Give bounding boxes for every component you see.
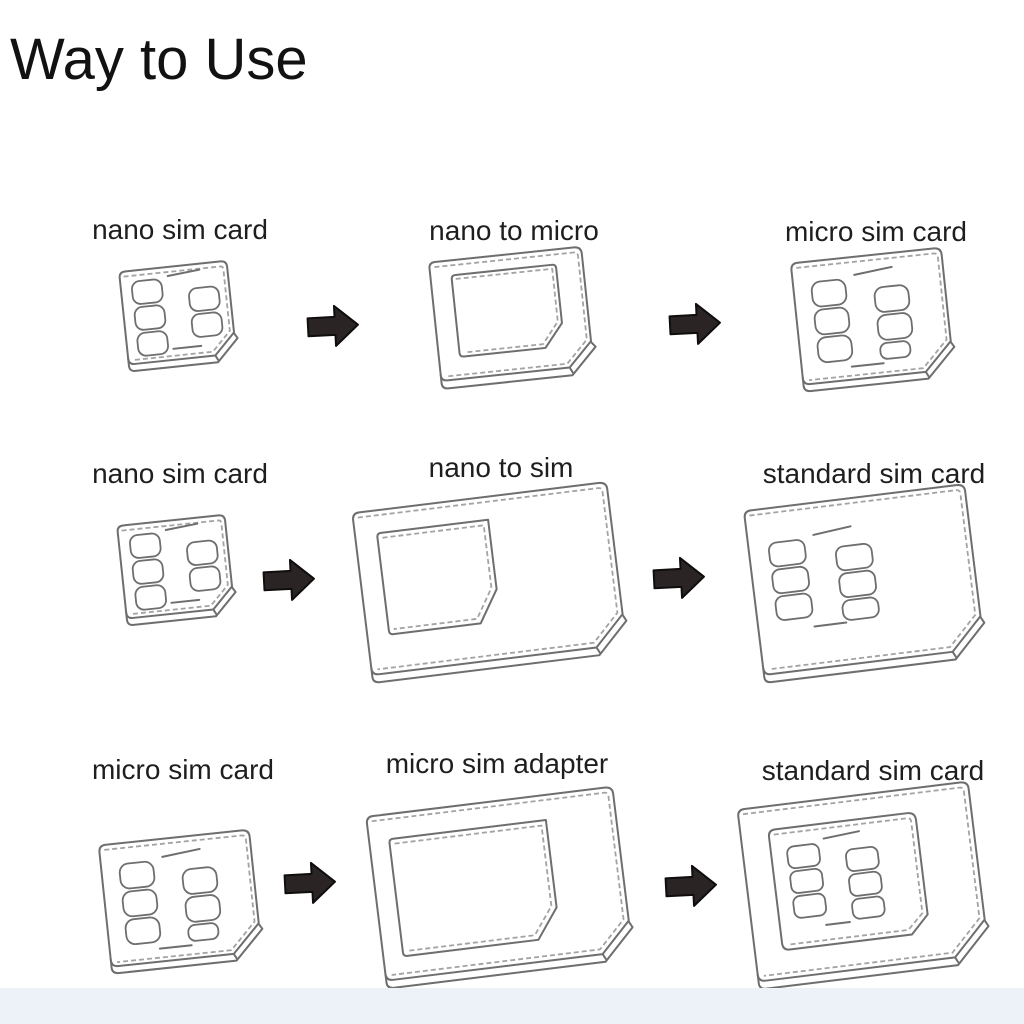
label-nano-sim-card: nano sim card: [92, 458, 268, 489]
label-nano-to-sim: nano to sim: [428, 452, 574, 483]
nano-sim-card-illustration: [109, 256, 252, 396]
right-arrow-icon: [261, 557, 317, 604]
micro-sim-card-illustration: [86, 823, 279, 998]
bottom-band: [0, 988, 1024, 1024]
label-standard-sim-card: standard sim card: [761, 755, 985, 786]
right-arrow-icon: [282, 860, 338, 907]
right-arrow-icon: [667, 301, 723, 348]
nano-to-sim-adapter-illustration: [337, 469, 643, 699]
label-micro-sim-card: micro sim card: [784, 216, 967, 247]
standard-sim-card-illustration: [729, 474, 1001, 700]
label-nano-to-micro: nano to micro: [429, 215, 599, 246]
micro-sim-adapter-illustration: [350, 770, 651, 1009]
standard-sim-card-with-cutout-illustration: [722, 771, 1005, 1006]
label-micro-sim-card: micro sim card: [91, 754, 274, 785]
nano-to-micro-adapter-illustration: [416, 237, 614, 415]
label-micro-sim-adapter: micro sim adapter: [385, 748, 609, 779]
label-standard-sim-card: standard sim card: [762, 458, 986, 489]
right-arrow-icon: [651, 555, 707, 602]
page-title: Way to Use: [10, 27, 308, 92]
micro-sim-card-illustration: [778, 241, 971, 416]
nano-sim-card-illustration: [107, 510, 250, 650]
label-nano-sim-card: nano sim card: [92, 214, 268, 245]
right-arrow-icon: [663, 863, 719, 910]
right-arrow-icon: [305, 303, 361, 350]
